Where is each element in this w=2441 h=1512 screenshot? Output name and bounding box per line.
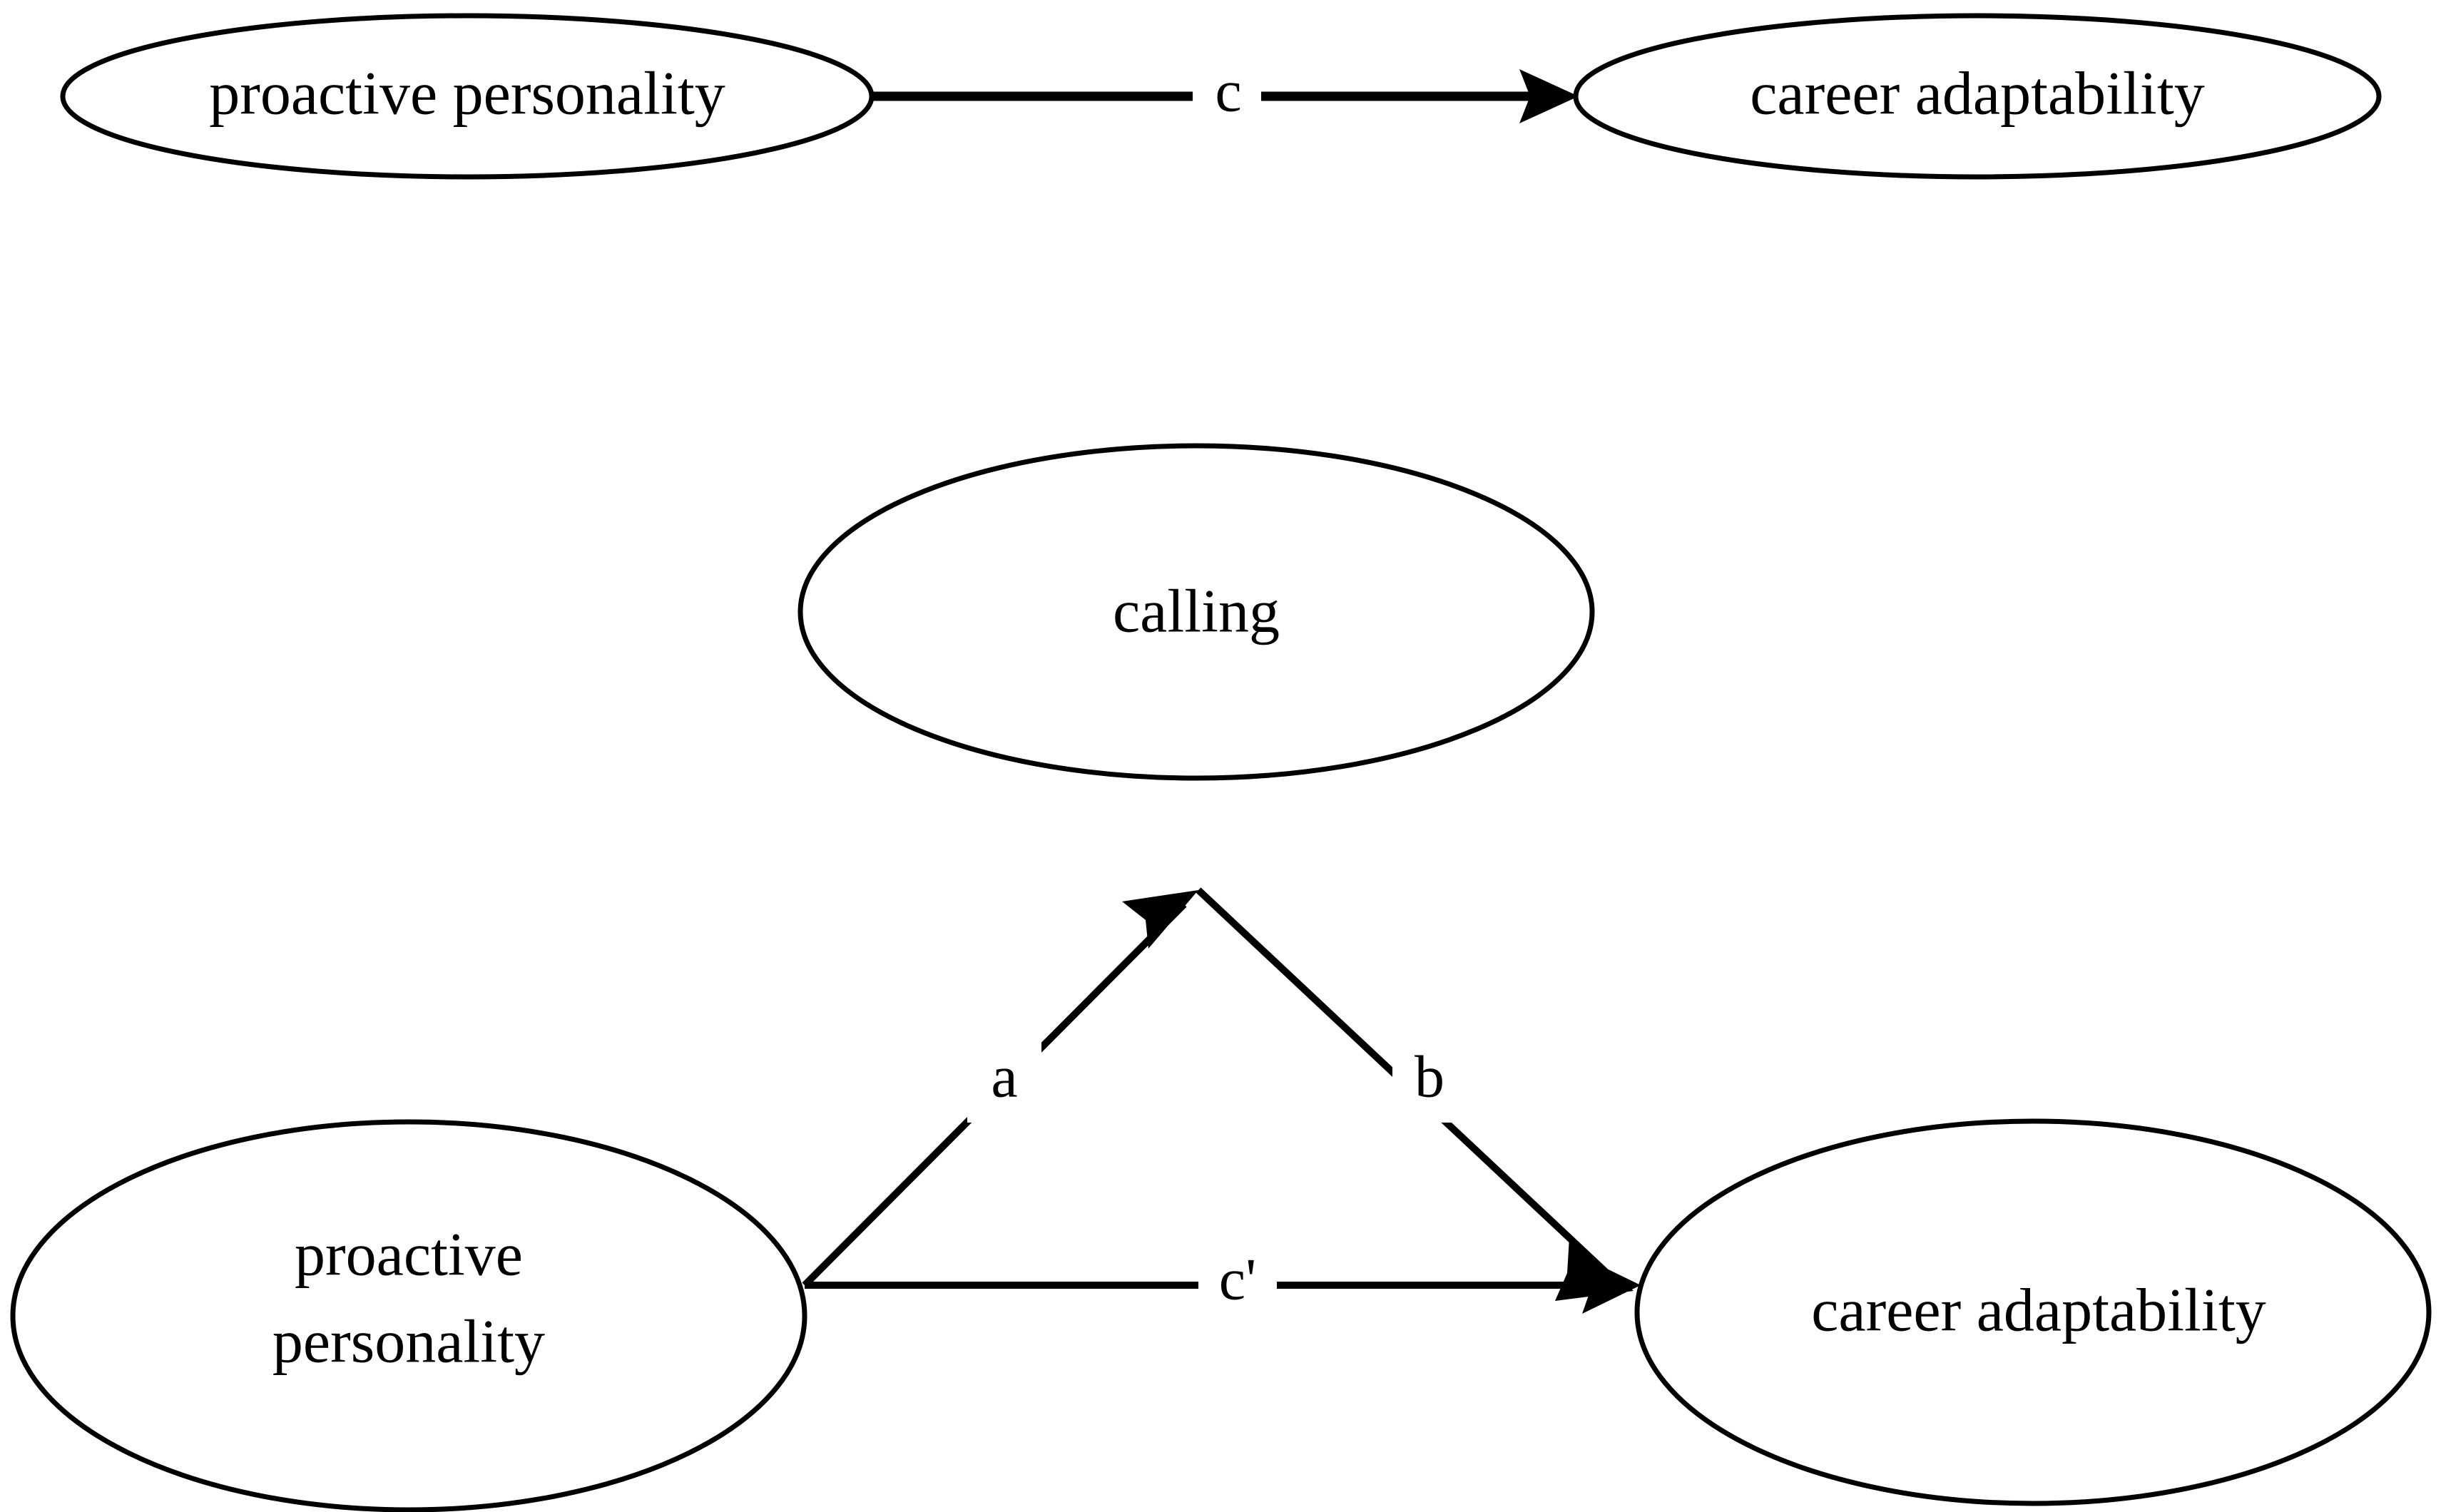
path-c-group[interactable]: c [872,58,1579,133]
node-career-adaptability-bottom-shape [1634,1118,2432,1506]
node-career-adaptability-top-shape [1573,13,2382,180]
node-calling-label: calling [1113,577,1280,645]
node-proactive-personality-bottom-label-line1: proactive [295,1220,523,1289]
node-career-adaptability-top-label: career adaptability [1750,59,2204,128]
path-c-prime-arrowhead [1582,1257,1641,1314]
path-b-label: b [1415,1043,1444,1110]
node-calling[interactable]: calling [797,443,1595,781]
path-b-group[interactable]: b [1196,887,1634,1301]
node-career-adaptability-bottom-label: career adaptability [1811,1276,2266,1344]
node-proactive-personality-top[interactable]: proactive personality [60,13,875,180]
path-a-label-mask [967,1043,1041,1123]
node-proactive-personality-bottom[interactable]: proactive personality [10,1119,807,1512]
path-c-prime-label-mask [1198,1248,1277,1322]
path-c-arrowhead [1519,69,1579,123]
path-c-label-mask [1193,61,1261,133]
path-c-prime-group[interactable]: c' [805,1246,1618,1322]
node-proactive-personality-top-label: proactive personality [209,59,725,128]
path-c-prime-label: c' [1219,1246,1256,1312]
node-career-adaptability-bottom[interactable]: career adaptability [1634,1118,2432,1506]
path-b-label-mask [1392,1043,1467,1123]
node-career-adaptability-top[interactable]: career adaptability [1573,13,2382,180]
node-proactive-personality-bottom-shape [10,1119,807,1512]
path-a-label: a [991,1043,1017,1110]
path-c-label: c [1215,58,1241,124]
path-a-group[interactable]: a [802,890,1198,1288]
node-proactive-personality-bottom-label-line2: personality [272,1307,545,1376]
node-calling-shape [797,443,1595,781]
node-proactive-personality-top-shape [60,13,875,180]
path-a-arrowhead [1122,890,1198,949]
